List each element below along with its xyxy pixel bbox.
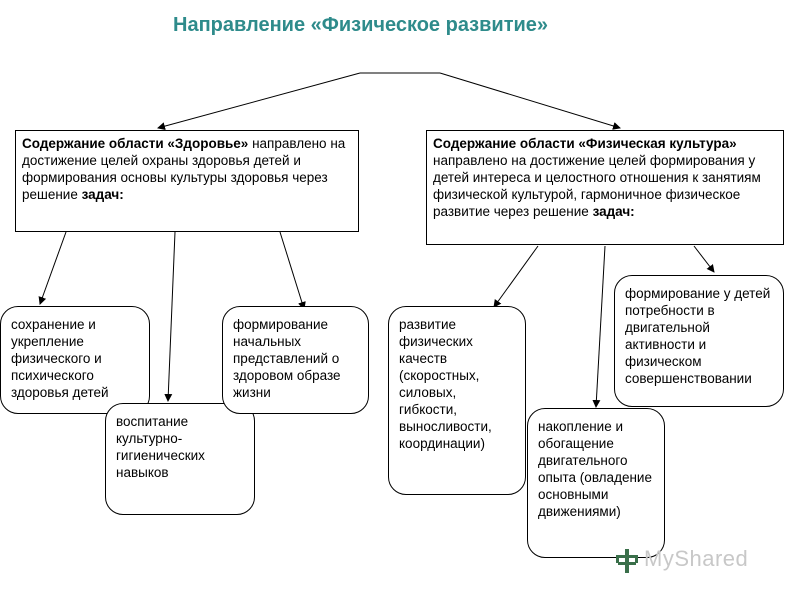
diagram-title: Направление «Физическое развитие» — [173, 14, 549, 36]
task-text: накопление и обогащение двигательного оп… — [538, 419, 652, 519]
task-box-hygiene-skills: воспитание культурно-гигиенических навык… — [105, 403, 255, 515]
arrow-to-left-main — [157, 72, 361, 131]
arrow-to-task-5 — [592, 245, 606, 408]
arrow-to-task-6 — [693, 245, 715, 273]
task-text: развитие физических качеств (скоростных,… — [399, 317, 492, 451]
physical-culture-text: направлено на достижение целей формирова… — [433, 153, 761, 219]
task-text: формирование у детей потребности в двига… — [625, 286, 771, 386]
task-box-physical-activity-need: формирование у детей потребности в двига… — [614, 275, 784, 407]
watermark: MyShared — [612, 545, 772, 573]
arrow-to-task-2 — [164, 231, 176, 402]
physical-culture-area-box: Содержание области «Физическая культура»… — [426, 130, 784, 245]
arrow-to-right-main — [439, 72, 621, 130]
task-box-physical-qualities: развитие физических качеств (скоростных,… — [388, 306, 526, 495]
task-box-healthy-lifestyle: формирование начальных представлений о з… — [222, 306, 369, 414]
health-area-text: направлено на достижение целей охраны зд… — [22, 136, 346, 202]
tree-logo-icon — [616, 549, 638, 573]
task-text: сохранение и укрепление физического и пс… — [11, 317, 109, 400]
physical-culture-heading: Содержание области «Физическая культура» — [433, 136, 737, 151]
task-box-health-preservation: сохранение и укрепление физического и пс… — [0, 306, 150, 414]
physical-culture-tail: задач: — [592, 204, 635, 219]
arrow-to-task-4 — [493, 245, 539, 308]
health-area-heading: Содержание области «Здоровье» — [22, 136, 249, 151]
health-area-box: Содержание области «Здоровье» направлено… — [15, 130, 359, 232]
task-text: формирование начальных представлений о з… — [233, 317, 341, 400]
health-area-tail: задач: — [81, 187, 124, 202]
arrow-to-task-3 — [279, 231, 306, 310]
task-box-motor-experience: накопление и обогащение двигательного оп… — [527, 408, 665, 558]
task-text: воспитание культурно-гигиенических навык… — [116, 414, 205, 480]
watermark-text: MyShared — [644, 546, 749, 571]
arrow-to-task-1 — [38, 231, 67, 305]
